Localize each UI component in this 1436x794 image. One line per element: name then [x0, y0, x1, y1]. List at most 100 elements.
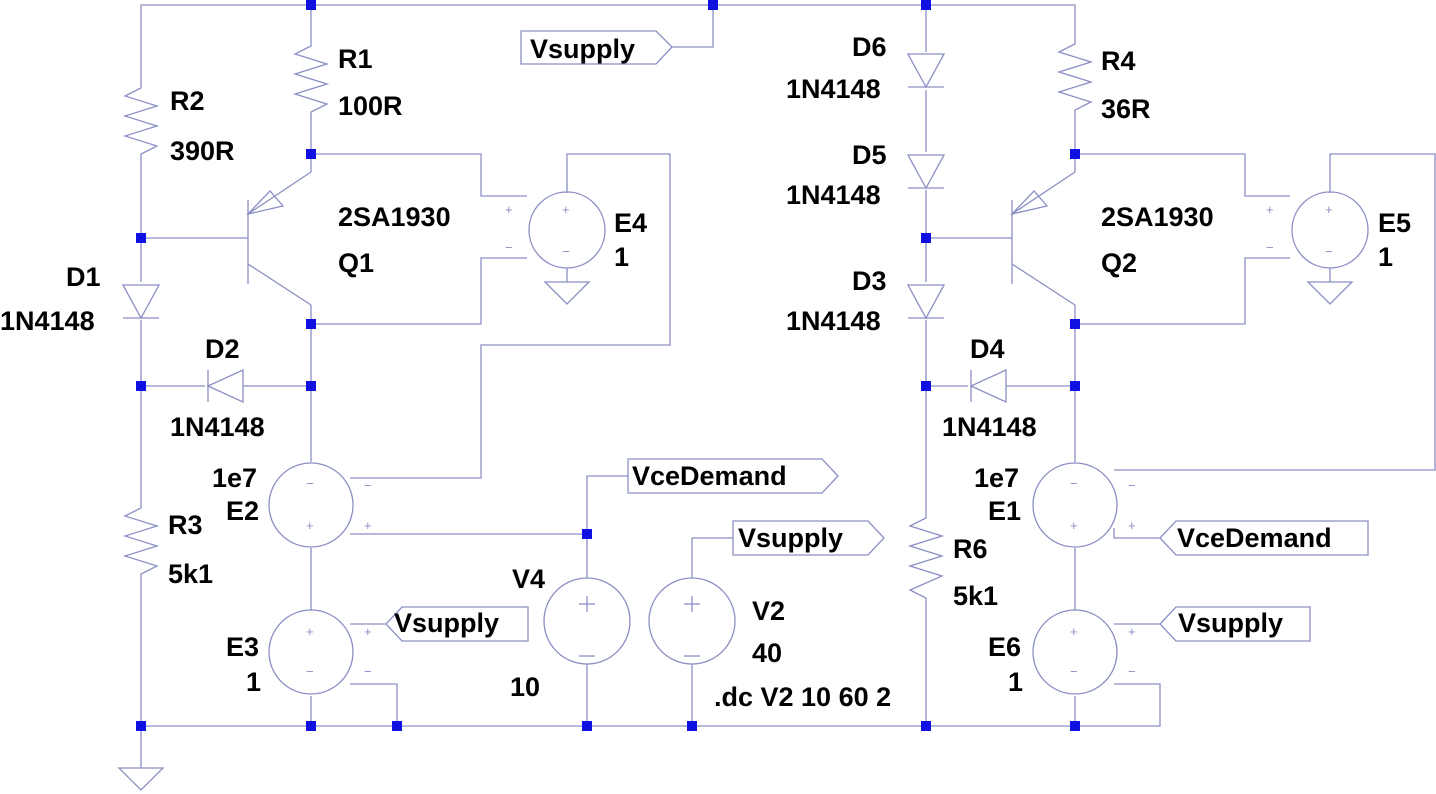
r4-name: R4: [1101, 46, 1136, 76]
source-e4: + − + − E4 1: [505, 191, 647, 272]
wires: [140, 4, 1436, 768]
svg-text:+: +: [364, 518, 372, 533]
resistor-r2: R2 390R: [122, 80, 235, 166]
net-label-vsupply-top: Vsupply: [520, 30, 673, 65]
resistor-r4: R4 36R: [1056, 35, 1151, 124]
e3-value: 1: [246, 667, 261, 697]
r3-name: R3: [168, 510, 203, 540]
svg-text:−: −: [1266, 240, 1274, 255]
net-label-vcedemand-right: VceDemand: [1159, 520, 1369, 556]
e5-value: 1: [1378, 242, 1393, 272]
svg-text:−: −: [1070, 664, 1078, 679]
source-e6: + − + − E6 1: [988, 609, 1136, 697]
svg-text:−: −: [562, 244, 570, 259]
r6-value: 5k1: [953, 581, 998, 611]
e1-name: E1: [988, 496, 1021, 526]
e1-value: 1e7: [974, 463, 1019, 493]
e2-value: 1e7: [212, 463, 257, 493]
e6-name: E6: [988, 632, 1021, 662]
ground-symbol-e5: [1306, 281, 1354, 305]
svg-text:−: −: [1325, 244, 1333, 259]
e2-name: E2: [226, 496, 259, 526]
svg-text:−: −: [1128, 478, 1136, 493]
d3-value: 1N4148: [786, 306, 881, 336]
diode-d3: D3 1N4148: [786, 266, 946, 336]
source-e1: − + − + 1e7 E1: [974, 462, 1136, 548]
svg-text:+: +: [1070, 518, 1078, 533]
v2-value: 40: [752, 638, 782, 668]
resistor-r6: R6 5k1: [907, 510, 998, 612]
net-label-vsupply-e3: Vsupply: [385, 606, 529, 642]
resistor-r3: R3 5k1: [122, 500, 213, 592]
d6-value: 1N4148: [786, 74, 881, 104]
svg-text:−: −: [505, 240, 513, 255]
diode-d2: D2 1N4148: [170, 334, 265, 442]
net-label-vsupply-e6: Vsupply: [1159, 606, 1311, 642]
svg-text:VceDemand: VceDemand: [1177, 523, 1332, 553]
d5-value: 1N4148: [786, 180, 881, 210]
svg-text:+: +: [505, 202, 513, 217]
diode-d6: D6 1N4148: [786, 32, 946, 104]
diode-d4: D4 1N4148: [942, 334, 1037, 442]
svg-text:+: +: [1266, 202, 1274, 217]
ground-symbol-main: [117, 767, 165, 791]
r6-name: R6: [953, 534, 988, 564]
svg-text:Vsupply: Vsupply: [530, 34, 635, 64]
r2-name: R2: [170, 86, 205, 116]
svg-text:−: −: [306, 476, 314, 491]
d4-name: D4: [970, 334, 1005, 364]
d2-name: D2: [205, 334, 240, 364]
e4-name: E4: [614, 208, 647, 238]
d6-name: D6: [852, 32, 887, 62]
svg-text:+: +: [1325, 202, 1333, 217]
d1-name: D1: [66, 262, 101, 292]
svg-text:−: −: [364, 664, 372, 679]
e5-name: E5: [1378, 208, 1411, 238]
svg-text:+: +: [306, 624, 314, 639]
svg-text:+: +: [562, 202, 570, 217]
svg-text:Vsupply: Vsupply: [1178, 608, 1283, 638]
d5-name: D5: [852, 140, 887, 170]
d3-name: D3: [852, 266, 887, 296]
r1-value: 100R: [338, 91, 403, 121]
source-e2: − + − + 1e7 E2: [212, 462, 372, 548]
svg-text:−: −: [364, 478, 372, 493]
d1-value: 1N4148: [0, 306, 95, 336]
e3-name: E3: [226, 632, 259, 662]
svg-text:−: −: [1128, 664, 1136, 679]
svg-text:+: +: [306, 518, 314, 533]
q1-name: Q1: [338, 248, 374, 278]
resistor-r1: R1 100R: [292, 38, 403, 124]
r4-value: 36R: [1101, 94, 1151, 124]
source-e3: + − + − E3 1: [226, 609, 372, 697]
v4-value: 10: [510, 672, 540, 702]
voltage-source-v2: V2 40: [648, 577, 785, 668]
net-label-vsupply-v2: Vsupply: [732, 520, 885, 556]
diode-d5: D5 1N4148: [786, 140, 946, 210]
v2-name: V2: [752, 596, 785, 626]
r1-name: R1: [338, 44, 373, 74]
q2-value: 2SA1930: [1101, 202, 1214, 232]
r2-value: 390R: [170, 136, 235, 166]
svg-text:+: +: [1070, 624, 1078, 639]
e4-value: 1: [614, 242, 629, 272]
transistor-q1: 2SA1930 Q1: [246, 171, 451, 306]
r3-value: 5k1: [168, 559, 213, 589]
net-label-vcedemand-mid: VceDemand: [627, 458, 839, 494]
diode-d1: D1 1N4148: [0, 262, 161, 336]
junction-dots: [136, 0, 1080, 731]
q2-name: Q2: [1101, 248, 1137, 278]
svg-text:−: −: [306, 664, 314, 679]
d4-value: 1N4148: [942, 412, 1037, 442]
svg-text:−: −: [1070, 476, 1078, 491]
svg-text:Vsupply: Vsupply: [738, 523, 843, 553]
e6-value: 1: [1008, 667, 1023, 697]
spice-directive: .dc V2 10 60 2: [714, 682, 891, 712]
svg-text:VceDemand: VceDemand: [632, 461, 787, 491]
svg-text:Vsupply: Vsupply: [394, 608, 499, 638]
ground-symbol-e4: [543, 281, 591, 305]
d2-value: 1N4148: [170, 412, 265, 442]
source-e5: + − + − E5 1: [1266, 191, 1411, 272]
svg-text:+: +: [1128, 624, 1136, 639]
